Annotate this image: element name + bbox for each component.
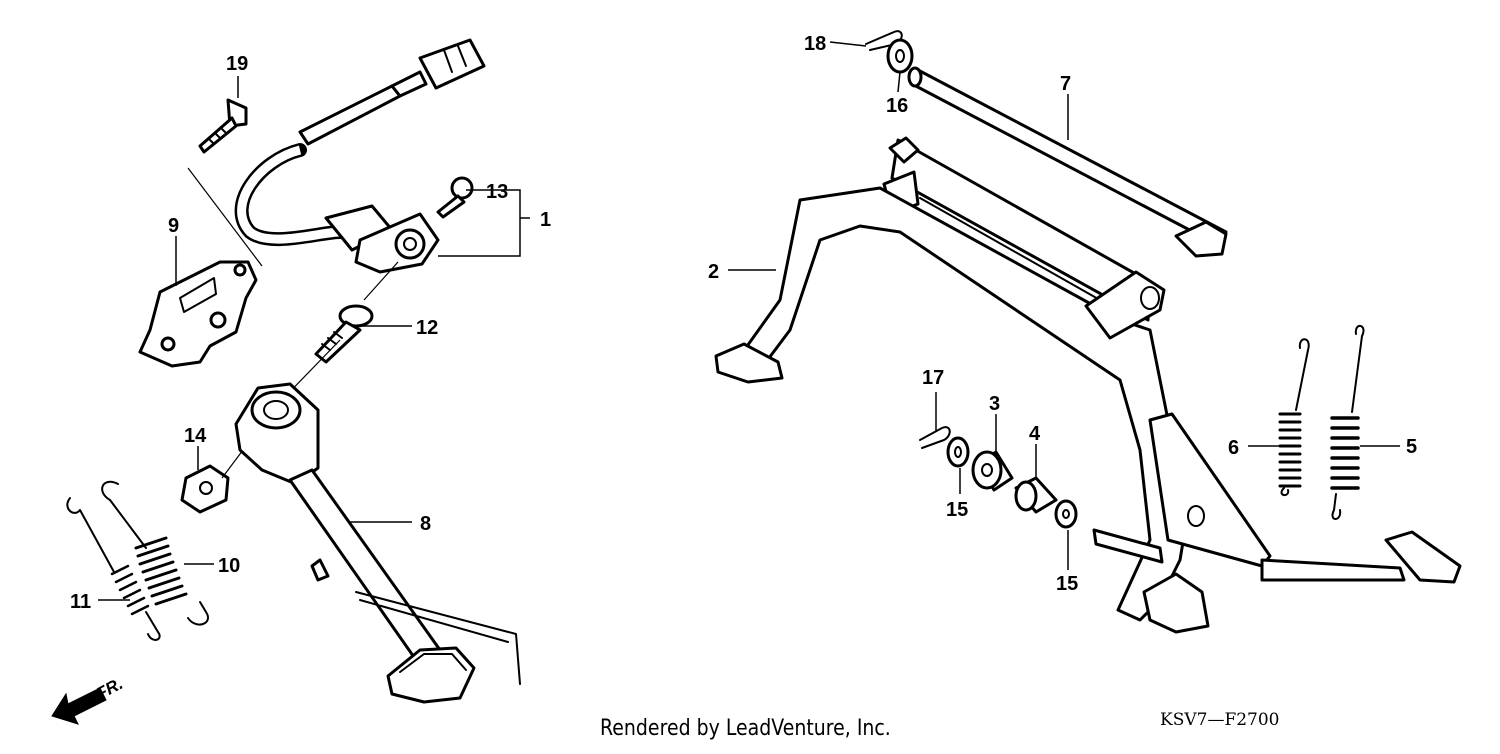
callout-17: 17 [922, 367, 944, 389]
callout-9: 9 [168, 215, 179, 237]
callout-10: 10 [218, 555, 240, 577]
part-19-bolt [198, 98, 248, 154]
callout-19: 19 [226, 53, 248, 75]
part-5-spring [1330, 325, 1365, 520]
callout-15-lower: 15 [1056, 573, 1078, 595]
part-17-cotter-pin [919, 426, 951, 449]
alignment-line-19 [187, 167, 263, 267]
callout-16: 16 [886, 95, 908, 117]
callout-15-upper: 15 [946, 499, 968, 521]
front-arrow-icon [51, 687, 107, 725]
leader-lines [98, 41, 1400, 601]
part-15-washer-lower [1054, 499, 1078, 529]
part-11-spring [66, 497, 161, 641]
figure-code: KSV7—F2700 [1160, 710, 1280, 730]
part-15-washer-upper [946, 436, 970, 468]
callout-13: 13 [486, 181, 508, 203]
callout-3: 3 [989, 393, 1000, 415]
callout-5: 5 [1406, 436, 1417, 458]
part-13-bolt [436, 176, 474, 219]
callout-11: 11 [70, 591, 91, 613]
alignment-line-1 [363, 261, 399, 301]
callout-4: 4 [1029, 423, 1041, 445]
callout-14: 14 [184, 425, 207, 447]
part-2-main-stand [714, 136, 1462, 634]
part-9-bracket [138, 260, 258, 368]
front-direction-indicator: FR. [51, 674, 126, 725]
part-8-side-stand [234, 382, 521, 704]
part-14-stopper [180, 464, 230, 514]
part-10-spring [101, 481, 209, 626]
part-6-spring [1278, 338, 1310, 496]
callout-12: 12 [416, 317, 438, 339]
part-16-washer [886, 38, 914, 74]
callout-7: 7 [1060, 73, 1071, 95]
part-4-collar [1014, 476, 1058, 514]
part-12-pivot-bolt [314, 304, 374, 364]
callout-6: 6 [1228, 437, 1239, 459]
callout-8: 8 [420, 513, 431, 535]
callout-1: 1 [540, 209, 551, 231]
callout-labels: 1 2 3 4 5 6 7 8 9 10 11 12 13 14 15 15 1… [70, 33, 1417, 613]
callout-2: 2 [708, 261, 719, 283]
part-7-shaft [907, 66, 1228, 258]
credit-line: Rendered by LeadVenture, Inc. [600, 716, 891, 741]
part-3-roller [971, 450, 1014, 492]
part-1-switch-assembly [234, 38, 486, 274]
callout-18: 18 [804, 33, 826, 55]
